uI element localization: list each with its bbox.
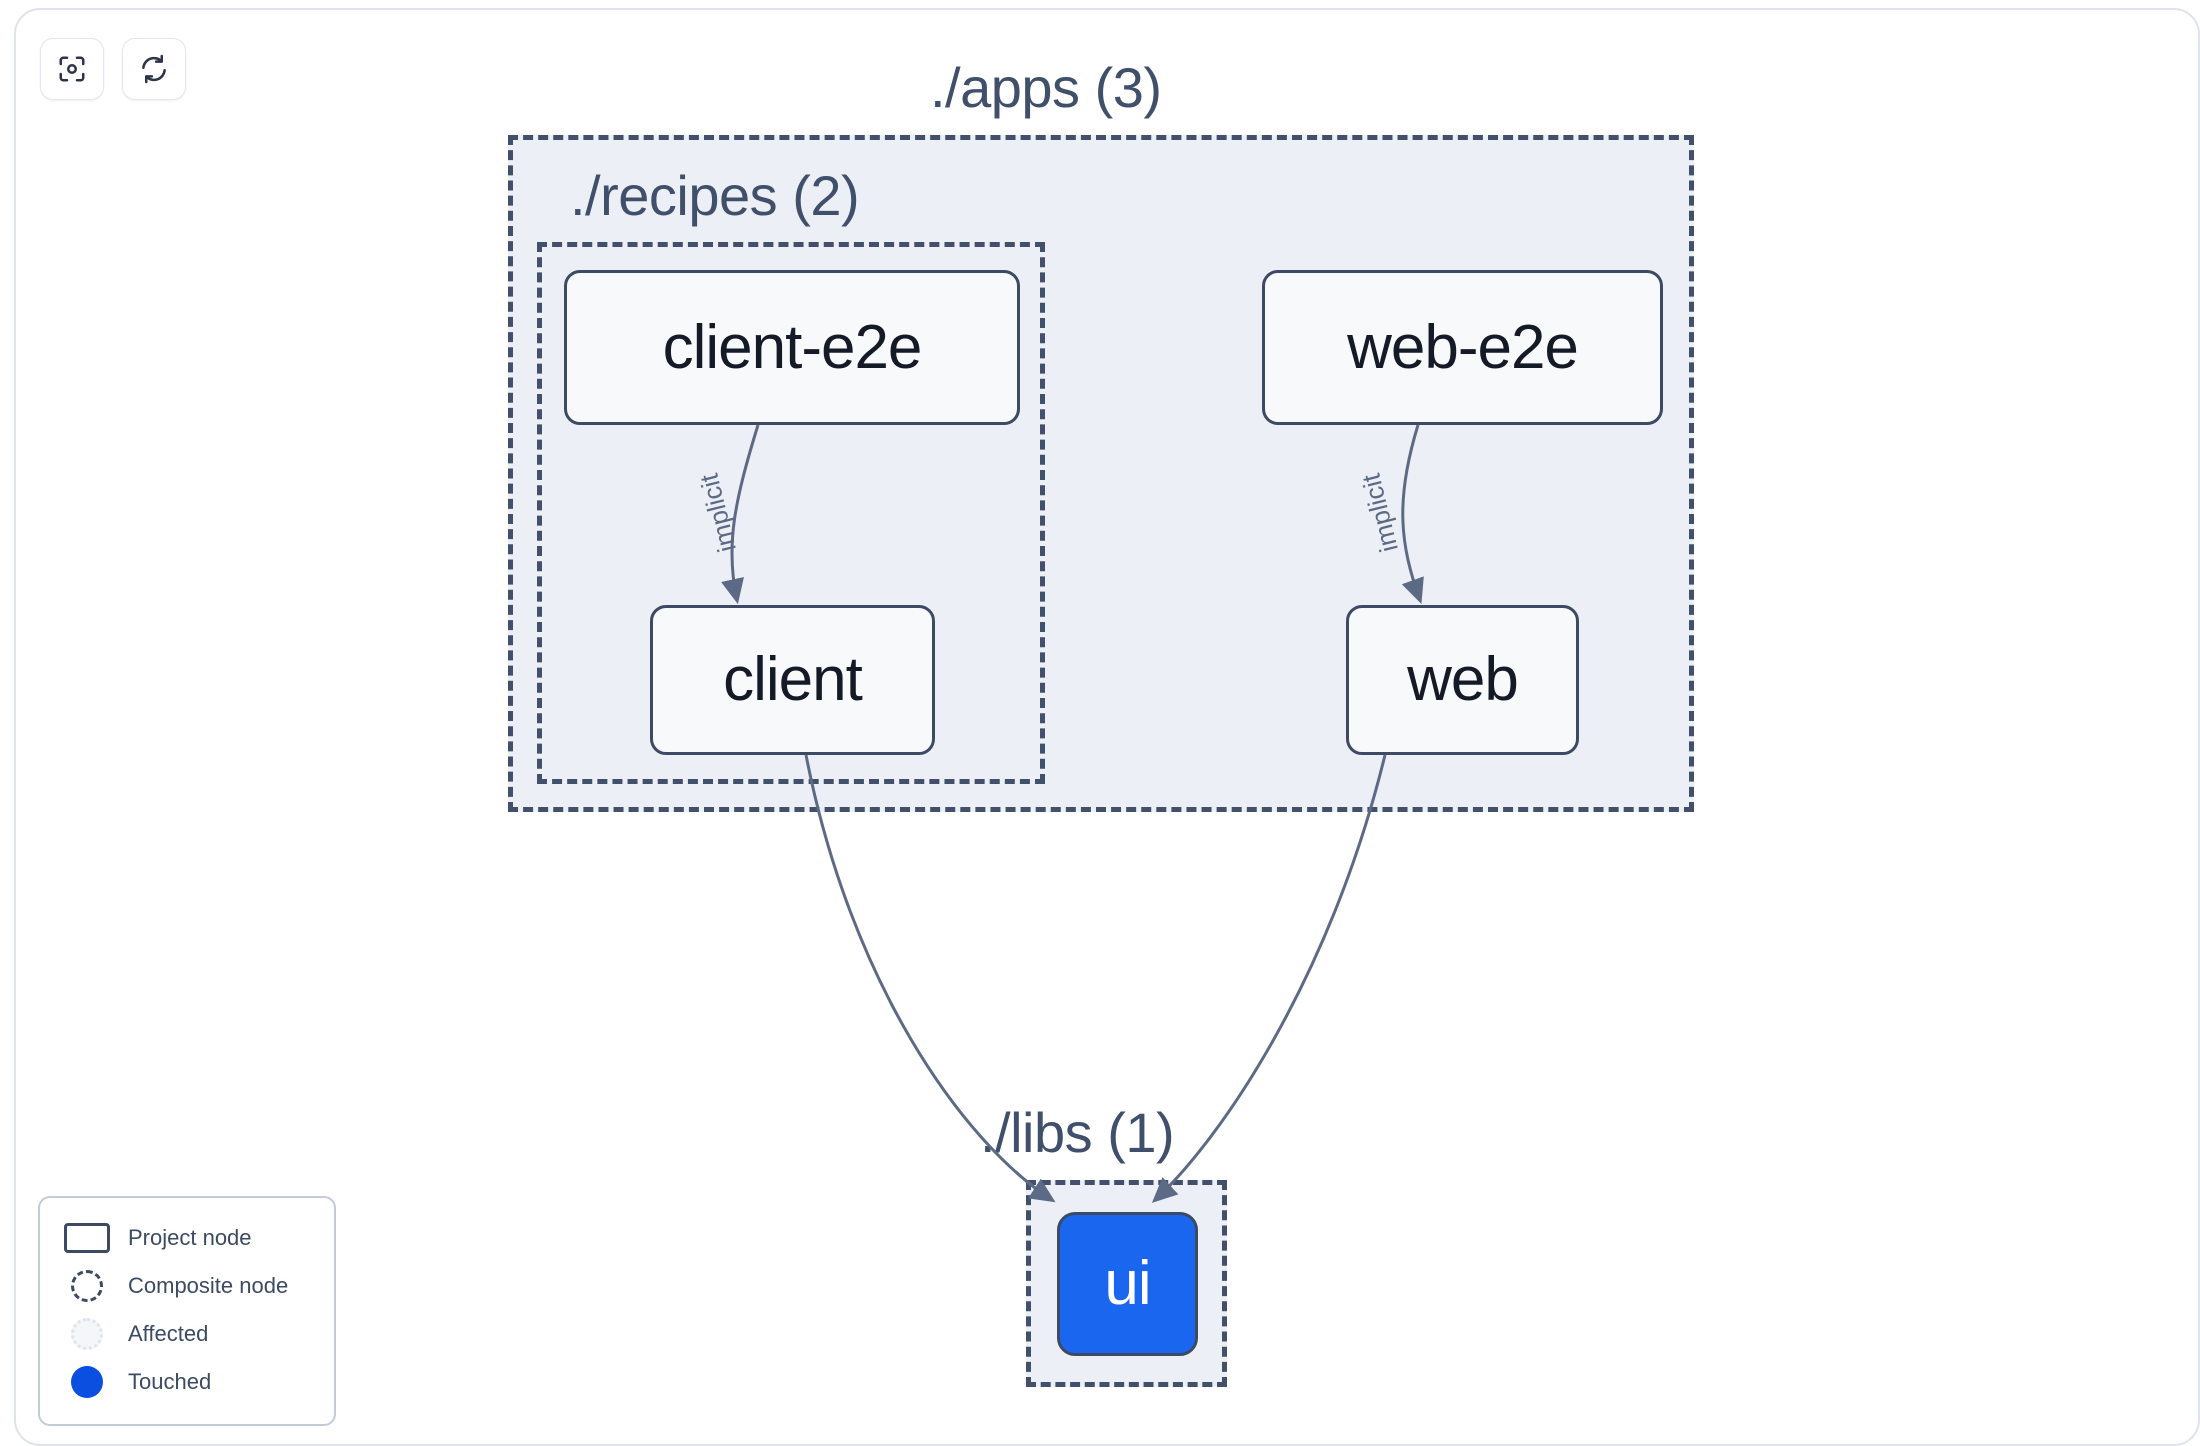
legend-item-project-node: Project node [62, 1214, 316, 1262]
node-web[interactable]: web [1346, 605, 1579, 755]
legend-label-project-node: Project node [128, 1225, 252, 1250]
legend-label-affected: Affected [128, 1321, 209, 1346]
group-label-recipes: ./recipes (2) [570, 164, 860, 227]
node-client[interactable]: client [650, 605, 935, 755]
edge-web-to-ui[interactable] [1151, 754, 1387, 1203]
node-label-client: client [723, 645, 863, 714]
focus-icon [57, 54, 87, 84]
legend-item-touched: Touched [62, 1358, 316, 1406]
legend-label-composite-node: Composite node [128, 1273, 289, 1298]
project-node-swatch [62, 1223, 112, 1253]
edge-client-e2e-to-client[interactable] [721, 424, 760, 605]
node-label-ui: ui [1104, 1249, 1151, 1318]
affected-swatch [62, 1318, 112, 1350]
refresh-icon [139, 54, 169, 84]
refresh-graph-button[interactable] [122, 38, 186, 100]
legend-label-touched: Touched [128, 1369, 212, 1394]
node-label-web: web [1407, 645, 1519, 714]
edge-client-to-ui[interactable] [804, 754, 1056, 1203]
graph-legend: Project node Composite node Affected Tou… [38, 1196, 336, 1426]
composite-node-swatch [62, 1270, 112, 1302]
node-client-e2e[interactable]: client-e2e [564, 270, 1020, 425]
focus-graph-button[interactable] [40, 38, 104, 100]
node-label-client-e2e: client-e2e [662, 312, 923, 382]
node-ui[interactable]: ui [1057, 1212, 1198, 1356]
group-label-apps: ./apps (3) [930, 56, 1162, 119]
node-label-web-e2e: web-e2e [1347, 312, 1579, 382]
group-label-libs: ./libs (1) [980, 1101, 1175, 1164]
legend-item-composite-node: Composite node [62, 1262, 316, 1310]
touched-swatch [62, 1366, 112, 1398]
edge-web-e2e-to-web[interactable] [1401, 424, 1424, 604]
node-web-e2e[interactable]: web-e2e [1262, 270, 1663, 425]
graph-toolbar [40, 38, 186, 100]
legend-item-affected: Affected [62, 1310, 316, 1358]
